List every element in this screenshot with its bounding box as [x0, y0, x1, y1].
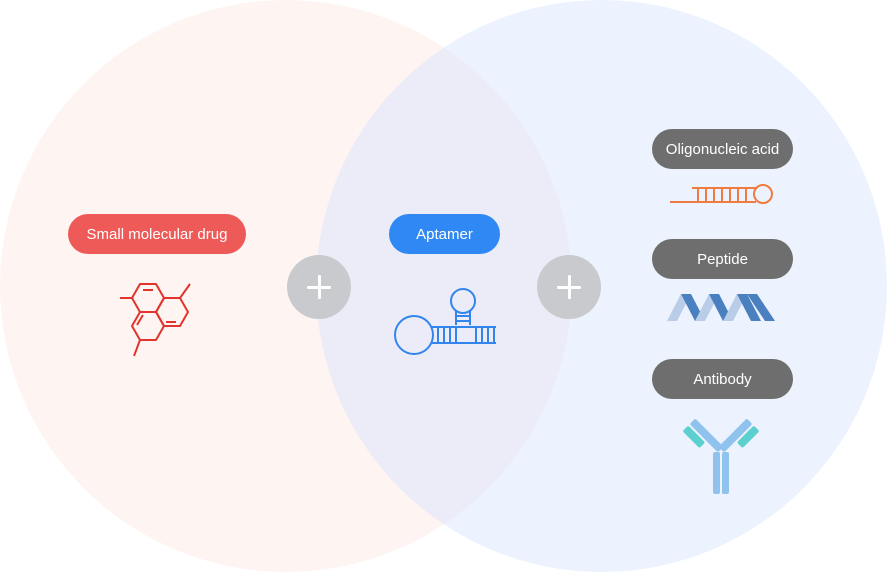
peptide-helix-icon	[667, 294, 775, 321]
biologics-circle	[316, 0, 887, 572]
plus-icon	[537, 255, 601, 319]
antibody-icon	[683, 419, 759, 494]
antibody-label: Antibody	[652, 359, 793, 399]
aptamer-label: Aptamer	[389, 214, 500, 254]
oligonucleic-acid-label: Oligonucleic acid	[652, 129, 793, 169]
plus-icon	[287, 255, 351, 319]
peptide-label: Peptide	[652, 239, 793, 279]
molecule-structure-icon	[120, 283, 191, 357]
oligonucleotide-hairpin-icon	[670, 184, 773, 204]
small-molecular-drug-label: Small molecular drug	[68, 214, 246, 254]
aptamer-stem-loop-icon	[394, 288, 496, 355]
small-molecule-circle	[0, 0, 572, 572]
